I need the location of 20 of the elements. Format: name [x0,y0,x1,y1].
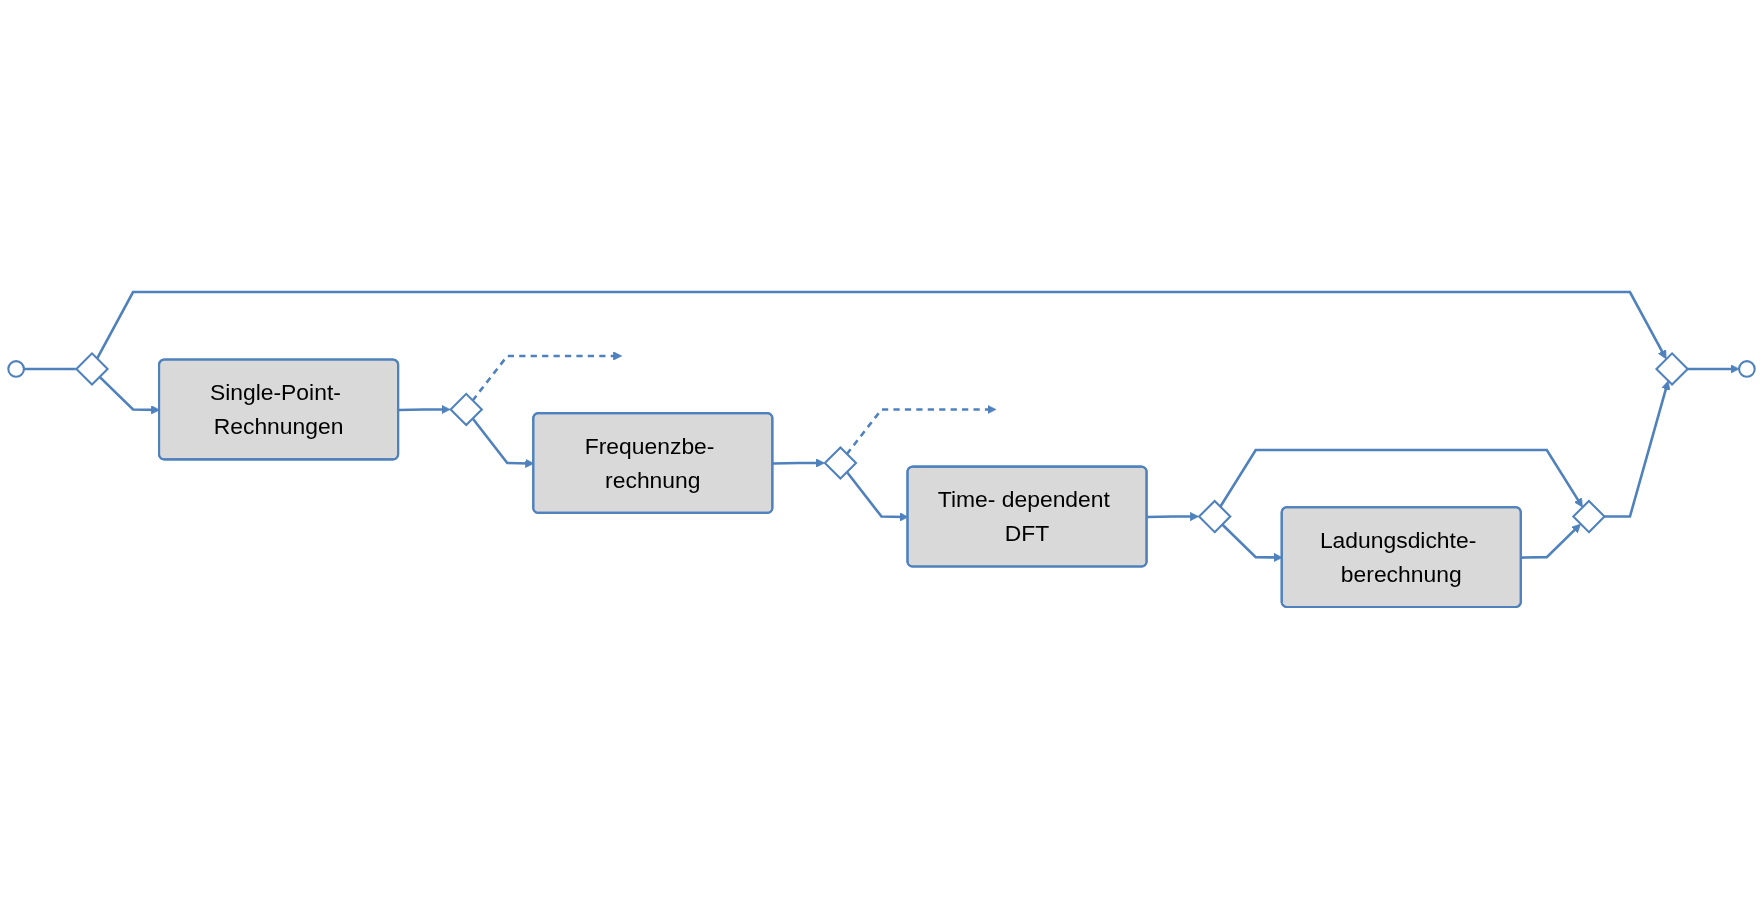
node-diamond [823,445,858,481]
arrow [1219,448,1583,508]
arrow [772,458,825,468]
node-diamond [1654,351,1690,386]
node-diamond [1197,499,1232,534]
node-diamond [1571,499,1606,534]
arrow [471,351,623,402]
arrow [1603,380,1671,518]
arrow [95,290,1667,360]
arrow [398,404,451,415]
node-circle [7,360,25,378]
arrow [1521,523,1581,559]
arrow [1147,511,1199,522]
arrow [98,375,160,415]
arrow [1687,364,1740,374]
connector [23,367,76,371]
arrow [845,404,997,456]
node-diamond [74,351,110,386]
node-circle [1738,360,1756,378]
node-diamond [449,392,484,427]
